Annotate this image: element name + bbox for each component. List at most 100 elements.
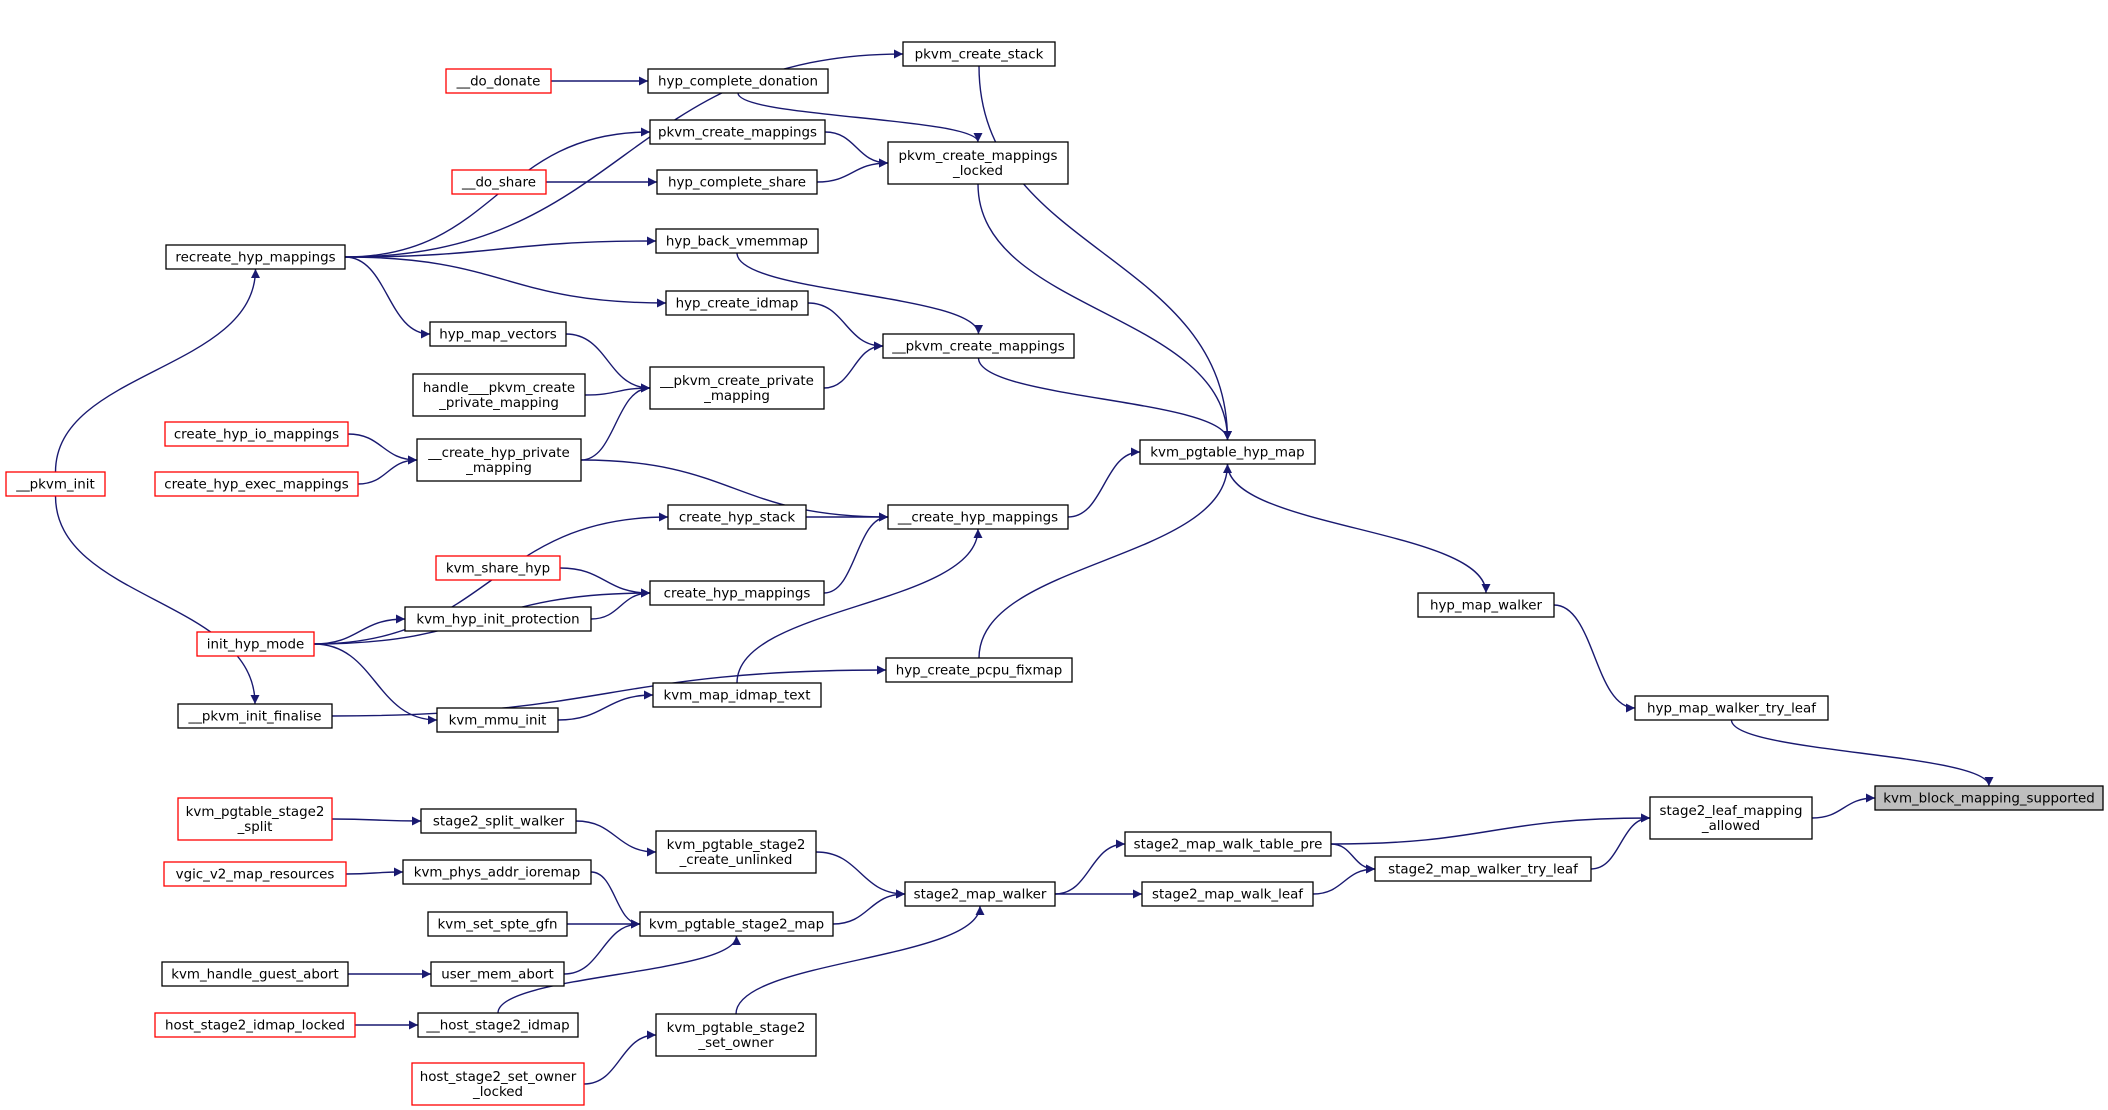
edge-uchpm-to-upcpm	[580, 383, 651, 461]
node-kpai[interactable]: kvm_phys_addr_ioremap	[402, 859, 592, 885]
node-chiom[interactable]: create_hyp_io_mappings	[164, 421, 349, 447]
node-hs2il[interactable]: host_stage2_idmap_locked	[154, 1012, 356, 1038]
edge-kps2s-to-s2sw	[331, 816, 422, 826]
edge-line	[559, 567, 651, 598]
node-hupcpm[interactable]: handle___pkvm_create_private_mapping	[412, 373, 586, 417]
node-label: __do_donate	[456, 75, 541, 90]
node-khip[interactable]: kvm_hyp_init_protection	[404, 606, 592, 632]
node-uma[interactable]: user_mem_abort	[430, 961, 565, 987]
node-slma[interactable]: stage2_leaf_mapping_allowed	[1649, 796, 1813, 840]
node-box	[417, 1012, 579, 1038]
node-box	[430, 961, 565, 987]
edge-line	[1590, 813, 1651, 870]
node-uchpm[interactable]: __create_hyp_private_mapping	[416, 438, 582, 482]
node-label: kvm_pgtable_stage2	[667, 1021, 806, 1036]
node-label: create_hyp_stack	[679, 511, 796, 526]
edge-upcm-to-kphm	[977, 357, 1232, 441]
edge-line	[344, 49, 904, 258]
node-hcpf[interactable]: hyp_create_pcpu_fixmap	[885, 657, 1073, 683]
edge-layer	[54, 49, 1994, 1085]
node-layer: kvm_block_mapping_supported hyp_map_walke…	[5, 41, 2104, 1106]
node-s2sw[interactable]: stage2_split_walker	[420, 808, 577, 834]
node-kps2s[interactable]: kvm_pgtable_stage2_split	[177, 797, 333, 841]
node-chem[interactable]: create_hyp_exec_mappings	[154, 471, 359, 497]
edge-line	[580, 383, 651, 461]
node-label: __pkvm_init	[15, 478, 95, 493]
node-pcs[interactable]: pkvm_create_stack	[902, 41, 1056, 67]
node-label: __create_hyp_private	[427, 446, 570, 461]
node-box	[655, 830, 817, 874]
node-pcm[interactable]: pkvm_create_mappings	[649, 119, 826, 145]
node-s2mwtp[interactable]: stage2_map_walk_table_pre	[1124, 831, 1332, 857]
node-chm[interactable]: create_hyp_mappings	[649, 580, 825, 606]
node-ihm[interactable]: init_hyp_mode	[196, 631, 315, 657]
node-hmwtl[interactable]: hyp_map_walker_try_leaf	[1634, 695, 1829, 721]
node-label: pkvm_create_mappings	[898, 149, 1057, 164]
node-uchm[interactable]: __create_hyp_mappings	[887, 504, 1069, 530]
node-box	[411, 1062, 585, 1106]
node-rhm[interactable]: recreate_hyp_mappings	[165, 244, 346, 270]
node-pcml[interactable]: pkvm_create_mappings_locked	[887, 141, 1069, 185]
node-kmmi[interactable]: kvm_mmu_init	[436, 707, 559, 733]
node-label: stage2_map_walk_table_pre	[1134, 838, 1323, 853]
node-label: stage2_map_walker_try_leaf	[1388, 863, 1578, 878]
node-vv2mr[interactable]: vgic_v2_map_resources	[163, 861, 347, 887]
node-hbv[interactable]: hyp_back_vmemmap	[655, 228, 819, 254]
edge-line	[313, 614, 406, 645]
node-hmw[interactable]: hyp_map_walker	[1417, 592, 1555, 618]
node-label: __pkvm_create_private	[659, 374, 814, 389]
node-ksh[interactable]: kvm_share_hyp	[435, 555, 561, 581]
node-label: hyp_back_vmemmap	[666, 235, 808, 250]
node-hcd[interactable]: hyp_complete_donation	[647, 68, 829, 94]
node-kmit[interactable]: kvm_map_idmap_text	[652, 682, 822, 708]
edge-line	[815, 851, 906, 899]
node-upcm[interactable]: __pkvm_create_mappings	[882, 333, 1075, 359]
node-label: user_mem_abort	[441, 968, 554, 983]
edge-line	[1054, 839, 1126, 895]
edge-kmmi-to-kmit	[557, 690, 654, 721]
node-box	[429, 321, 567, 347]
node-s2mwl[interactable]: stage2_map_walk_leaf	[1141, 881, 1314, 907]
node-upi[interactable]: __pkvm_init	[5, 471, 106, 497]
node-box	[412, 373, 586, 417]
node-box	[445, 68, 552, 94]
edge-pcml-to-kphm	[977, 183, 1232, 441]
node-kbms[interactable]: kvm_block_mapping_supported	[1874, 785, 2104, 811]
node-uds[interactable]: __do_share	[451, 169, 547, 195]
node-s2mw[interactable]: stage2_map_walker	[904, 881, 1056, 907]
node-label: kvm_set_spte_gfn	[438, 918, 558, 933]
node-box	[416, 438, 582, 482]
node-hcsh[interactable]: hyp_complete_share	[656, 169, 818, 195]
node-label: pkvm_create_mappings	[658, 126, 817, 141]
node-box	[163, 861, 347, 887]
node-upcpm[interactable]: __pkvm_create_private_mapping	[649, 366, 825, 410]
node-box	[1124, 831, 1332, 857]
node-s2mwtl[interactable]: stage2_map_walker_try_leaf	[1374, 856, 1592, 882]
node-hs2sol[interactable]: host_stage2_set_owner_locked	[411, 1062, 585, 1106]
node-khga[interactable]: kvm_handle_guest_abort	[161, 961, 349, 987]
edge-hcpf-to-kphm	[978, 463, 1232, 659]
node-hmv[interactable]: hyp_map_vectors	[429, 321, 567, 347]
node-kps2so[interactable]: kvm_pgtable_stage2_set_owner	[655, 1013, 817, 1057]
node-chs[interactable]: create_hyp_stack	[667, 504, 807, 530]
node-kps2m[interactable]: kvm_pgtable_stage2_map	[639, 911, 834, 937]
node-udd[interactable]: __do_donate	[445, 68, 552, 94]
node-label: hyp_create_idmap	[676, 297, 799, 312]
edge-line	[590, 588, 651, 620]
node-label: stage2_split_walker	[433, 815, 565, 830]
node-upif[interactable]: __pkvm_init_finalise	[177, 703, 333, 729]
edge-kmit-to-uchm	[736, 528, 983, 684]
node-box	[402, 859, 592, 885]
node-ksg[interactable]: kvm_set_spte_gfn	[427, 911, 568, 937]
node-uhs2i[interactable]: __host_stage2_idmap	[417, 1012, 579, 1038]
node-box	[667, 504, 807, 530]
node-kps2cu[interactable]: kvm_pgtable_stage2_create_unlinked	[655, 830, 817, 874]
node-box	[1141, 881, 1314, 907]
node-box	[420, 808, 577, 834]
node-label: kvm_hyp_init_protection	[416, 613, 579, 628]
node-kphm[interactable]: kvm_pgtable_hyp_map	[1139, 439, 1316, 465]
edge-line	[832, 889, 906, 925]
node-hci[interactable]: hyp_create_idmap	[665, 290, 809, 316]
node-label: kvm_phys_addr_ioremap	[414, 866, 581, 881]
node-label: vgic_v2_map_resources	[176, 868, 335, 883]
